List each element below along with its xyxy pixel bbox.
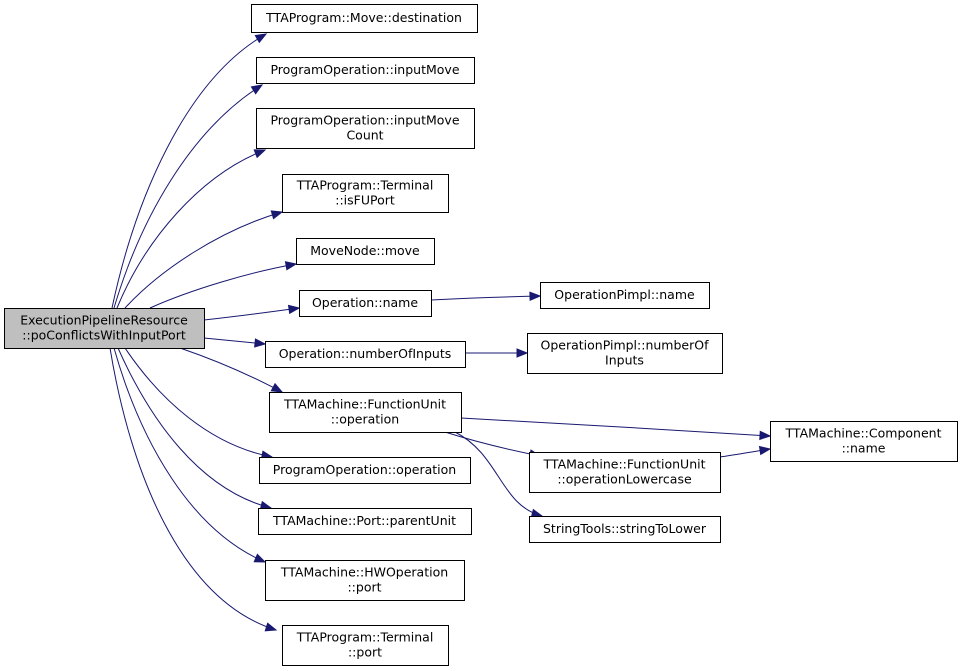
node-n_opnuminputs[interactable]: Operation::numberOfInputs <box>265 341 466 368</box>
node-label-line: ExecutionPipelineResource <box>20 313 188 328</box>
arrowhead-root-to-n_fuoperation <box>270 382 284 393</box>
node-box <box>265 560 465 601</box>
node-n_parentunit[interactable]: TTAMachine::Port::parentUnit <box>258 508 472 535</box>
edge-n_opname-to-n_implname <box>430 295 541 301</box>
node-box <box>296 238 435 265</box>
edge-root-to-n_termport <box>109 347 277 631</box>
node-label-line: ::port <box>347 580 381 595</box>
arrowhead-n_opname-to-n_implname <box>529 291 542 301</box>
arrowhead-n_opnuminputs-to-n_implnuminputs <box>516 348 529 358</box>
node-box <box>265 341 466 368</box>
node-n_destination[interactable]: TTAProgram::Move::destination <box>251 4 478 33</box>
node-n_implname[interactable]: OperationPimpl::name <box>540 282 710 309</box>
node-box <box>299 290 432 317</box>
edge-root-to-n_inputmove <box>113 84 263 309</box>
node-n_hwport[interactable]: TTAMachine::HWOperation::port <box>265 560 465 601</box>
arrowhead-root-to-n_inputmovecount <box>253 149 267 159</box>
edge-root-to-n_opname <box>203 307 300 321</box>
node-n_compname[interactable]: TTAMachine::Component::name <box>770 421 958 462</box>
node-root[interactable]: ExecutionPipelineResource::poConflictsWi… <box>4 308 205 349</box>
edges-layer <box>109 33 772 632</box>
arrowhead-root-to-n_hwport <box>253 553 267 563</box>
node-box <box>527 333 723 374</box>
node-label-line: OperationPimpl::name <box>554 287 695 302</box>
node-label-line: ::poConflictsWithInputPort <box>22 328 186 343</box>
node-label-line: TTAMachine::FunctionUnit <box>543 457 706 472</box>
node-box <box>256 108 475 149</box>
node-box <box>540 282 710 309</box>
node-box <box>259 457 471 484</box>
node-n_termport[interactable]: TTAProgram::Terminal::port <box>282 625 449 666</box>
node-label-line: TTAProgram::Move::destination <box>265 10 462 25</box>
node-n_oplower[interactable]: TTAMachine::FunctionUnit::operationLower… <box>529 452 721 493</box>
edge-n_fuoperation-to-n_oplower <box>444 431 541 457</box>
node-box <box>4 308 205 349</box>
edge-root-to-n_isfuport <box>124 211 283 309</box>
node-box <box>256 57 475 84</box>
node-label-line: TTAMachine::Port::parentUnit <box>272 513 456 528</box>
node-label-line: ProgramOperation::inputMove <box>270 113 459 128</box>
node-label-line: Operation::name <box>312 295 418 310</box>
node-n_isfuport[interactable]: TTAProgram::Terminal::isFUPort <box>282 174 449 213</box>
node-label-line: ::port <box>348 645 382 660</box>
arrowhead-root-to-n_opnuminputs <box>254 338 267 348</box>
arrowhead-n_oplower-to-n_compname <box>758 445 772 456</box>
arrowhead-root-to-n_termport <box>264 622 278 632</box>
nodes-layer: ExecutionPipelineResource::poConflictsWi… <box>4 4 958 666</box>
edge-root-to-n_parentunit <box>117 347 272 509</box>
node-label-line: ProgramOperation::operation <box>273 462 456 477</box>
node-label-line: ::name <box>842 441 886 456</box>
edge-root-to-n_inputmovecount <box>116 149 266 309</box>
edge-root-to-n_fuoperation <box>179 347 283 393</box>
arrowhead-root-to-n_destination <box>254 33 268 44</box>
arrowhead-root-to-n_inputmove <box>250 84 264 95</box>
edge-root-to-n_progoperation <box>124 347 273 458</box>
node-label-line: OperationPimpl::numberOf <box>541 338 710 353</box>
arrowhead-root-to-n_move <box>284 261 298 271</box>
node-box <box>529 452 721 493</box>
node-n_fuoperation[interactable]: TTAMachine::FunctionUnit::operation <box>269 392 462 433</box>
node-n_move[interactable]: MoveNode::move <box>296 238 435 265</box>
node-label-line: ::operation <box>331 412 399 427</box>
node-label-line: Count <box>346 128 383 143</box>
node-label-line: TTAMachine::Component <box>785 426 942 441</box>
edge-n_fuoperation-to-n_strtolower <box>454 431 543 517</box>
node-label-line: MoveNode::move <box>310 243 420 258</box>
node-label-line: TTAProgram::Terminal <box>296 178 434 193</box>
node-label-line: StringTools::stringToLower <box>543 521 707 536</box>
node-label-line: TTAProgram::Terminal <box>296 630 434 645</box>
node-box <box>269 392 462 433</box>
node-n_opname[interactable]: Operation::name <box>299 290 432 317</box>
node-label-line: Operation::numberOfInputs <box>279 346 452 361</box>
arrowhead-root-to-n_opname <box>287 304 301 315</box>
arrowhead-root-to-n_isfuport <box>270 210 284 220</box>
node-label-line: TTAMachine::FunctionUnit <box>283 397 446 412</box>
node-box <box>251 4 478 33</box>
edge-n_fuoperation-to-n_compname <box>460 417 771 437</box>
node-box <box>770 421 958 462</box>
node-n_inputmove[interactable]: ProgramOperation::inputMove <box>256 57 475 84</box>
node-n_implnuminputs[interactable]: OperationPimpl::numberOfInputs <box>527 333 723 374</box>
node-box <box>282 625 449 666</box>
node-box <box>282 174 449 213</box>
node-box <box>529 516 721 543</box>
node-n_strtolower[interactable]: StringTools::stringToLower <box>529 516 721 543</box>
node-label-line: TTAMachine::HWOperation <box>280 565 448 580</box>
arrowhead-n_fuoperation-to-n_compname <box>759 430 772 441</box>
node-n_progoperation[interactable]: ProgramOperation::operation <box>259 457 471 484</box>
edge-root-to-n_move <box>149 263 297 309</box>
edge-root-to-n_hwport <box>113 347 266 563</box>
node-label-line: Inputs <box>605 353 644 368</box>
node-label-line: ::isFUPort <box>335 193 395 208</box>
node-label-line: ProgramOperation::inputMove <box>270 62 459 77</box>
edge-root-to-n_destination <box>111 33 267 309</box>
node-box <box>258 508 472 535</box>
node-label-line: ::operationLowercase <box>557 472 692 487</box>
